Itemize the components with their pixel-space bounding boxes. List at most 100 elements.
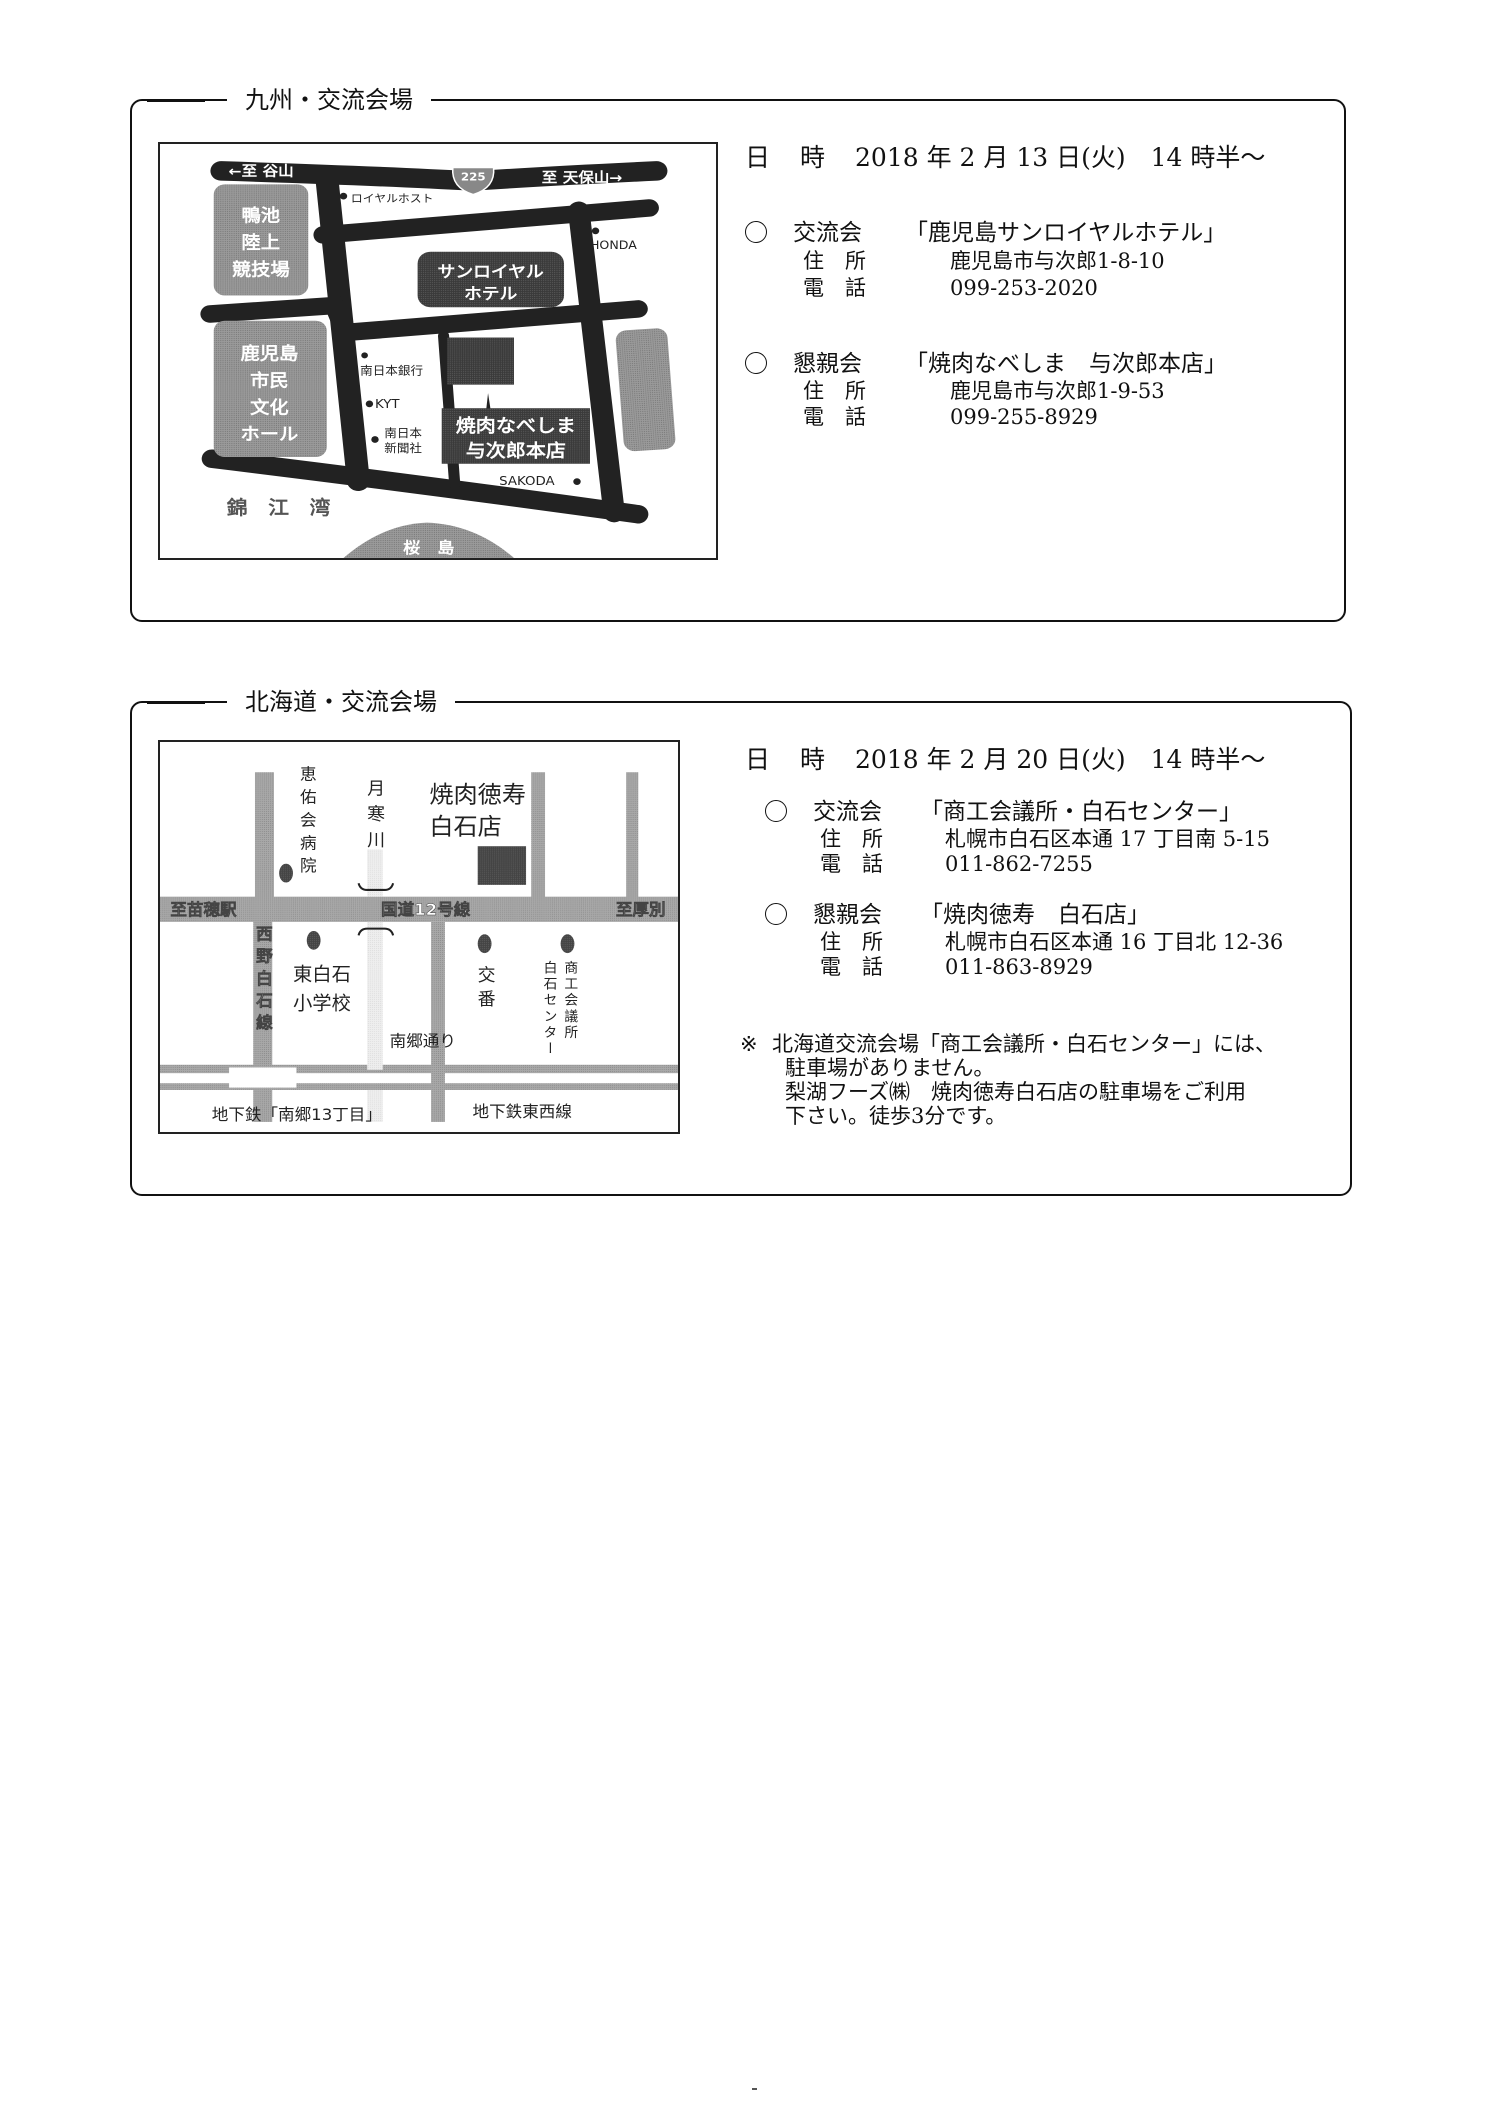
label-sakoda: SAKODA [499,475,555,489]
event-venue: 「商工会議所・白石センター」 [920,799,1242,825]
label-bank: 南日本銀行 [360,363,423,377]
event-address-label: 住 所 [803,379,866,403]
event-phone: 011-862-7255 [945,852,1093,876]
route-225-sign [451,166,495,196]
date-label: 時 [800,143,826,172]
date-label: 日 [745,143,771,172]
river [367,849,383,897]
hall-label: ホール [240,425,298,445]
label-school: 小学校 [293,993,351,1015]
route-number: 225 [461,170,486,183]
stadium-label: 陸上 [242,232,281,253]
label-center-2: 白石センター [540,961,557,1058]
label-center-1: 商工会議所 [561,961,578,1042]
section-title: 九州・交流会場 [147,85,431,115]
parking-note-line: 北海道交流会場「商工会議所・白石センター」には、 [772,1032,1276,1056]
hokkaido-venue-section: 北海道・交流会場 [130,687,1352,1196]
stadium-label: 競技場 [232,259,290,280]
landmark-dots [279,863,575,954]
circle-bullet-icon [745,221,767,243]
hokkaido-event-party: 懇親会 「焼肉徳寿 白石店」 [765,901,1150,929]
label-bay: 錦 江 湾 [227,497,331,519]
event-type: 交流会 [793,220,862,246]
event-phone-label: 電 話 [820,852,883,876]
restaurant-label: 白石店 [429,813,501,841]
event-type: 交流会 [813,799,882,825]
date-value: 2018 年 2 月 20 日(火) 14 時半～ [855,745,1266,774]
restaurant-block [441,408,590,464]
event-phone: 099-255-8929 [950,405,1098,429]
label-to-naebo: 至苗穂駅 [170,900,237,919]
roads [200,161,668,524]
event-address-label: 住 所 [820,930,883,954]
restaurant-building [477,846,527,885]
event-type: 懇親会 [813,902,882,928]
stadium-label: 鴨池 [242,205,281,226]
hotel-label: サンロイヤル [438,263,544,282]
section-title: 北海道・交流会場 [147,687,455,717]
label-station: 地下鉄「南郷13丁目」 [212,1105,382,1124]
direction-left: ←至 谷山 [229,163,294,180]
restaurant-label: 与次郎本店 [466,440,566,462]
label-royal-host: ロイヤルホスト [351,191,434,204]
date-value: 2018 年 2 月 13 日(火) 14 時半～ [855,143,1266,172]
bridge-icon [357,882,395,936]
kyushu-date: 日時 2018 年 2 月 13 日(火) 14 時半～ [745,138,1265,174]
event-phone: 099-253-2020 [950,276,1098,300]
hall-block [213,320,327,458]
event-type: 懇親会 [793,351,862,377]
event-address-label: 住 所 [803,249,866,273]
kyushu-event-party: 懇親会 「焼肉なべしま 与次郎本店」 [745,350,1227,378]
hokkaido-event-exchange: 交流会 「商工会議所・白石センター」 [765,798,1242,826]
hall-label: 鹿児島 [240,343,298,364]
kyushu-event-exchange: 交流会 「鹿児島サンロイヤルホテル」 [745,219,1226,247]
park-block [615,328,676,452]
event-venue: 「焼肉なべしま 与次郎本店」 [905,351,1227,377]
sakurajima-shape [343,522,514,558]
label-nishino-shiroishi: 西野白石線 [253,925,273,1036]
parking-note-line: 下さい。徒歩3分です。 [785,1104,1007,1128]
circle-bullet-icon [765,800,787,822]
label-kyt: KYT [375,398,400,412]
circle-bullet-icon [765,903,787,925]
direction-right: 至 天保山→ [542,169,623,186]
event-venue: 「焼肉徳寿 白石店」 [920,902,1150,928]
label-route-12: 国道12号線 [381,900,471,919]
label-newspaper: 新聞社 [384,441,422,455]
date-label: 時 [800,745,826,774]
hokkaido-map: 至苗穂駅 国道12号線 至厚別 焼肉徳寿 白石店 恵佑会病院 月寒川 西野白石線… [158,740,680,1134]
event-phone-label: 電 話 [803,276,866,300]
label-school: 東白石 [293,964,351,986]
event-address: 鹿児島市与次郎1-8-10 [950,249,1165,273]
kyushu-map: 225 ←至 谷山 至 天保山→ 鴨池 陸上 競技場 鹿児島 市民 文化 ホール… [158,142,718,560]
event-address: 札幌市白石区本通 17 丁目南 5-15 [945,827,1270,851]
circle-bullet-icon [745,352,767,374]
event-address: 札幌市白石区本通 16 丁目北 12-36 [945,930,1284,954]
parking-note-line: 梨湖フーズ㈱ 焼肉徳寿白石店の駐車場をご利用 [785,1080,1246,1104]
event-phone-label: 電 話 [803,405,866,429]
restaurant-label: 焼肉なべしま [456,415,576,437]
hotel-label: ホテル [464,285,517,304]
label-subway: 地下鉄東西線 [473,1102,572,1121]
label-street: 南郷通り [390,1031,456,1050]
event-phone: 011-863-8929 [945,955,1093,979]
kyushu-venue-section: 九州・交流会場 [130,85,1346,622]
page-mark [752,2088,757,2090]
label-honda: HONDA [590,239,638,252]
label-sakurajima: 桜 島 [403,539,454,557]
label-to-atsubetsu: 至厚別 [616,900,666,919]
event-address: 鹿児島市与次郎1-9-53 [950,379,1165,403]
event-phone-label: 電 話 [820,955,883,979]
hall-label: 市民 [250,370,289,391]
label-police: 交番 [474,965,495,1014]
hall-label: 文化 [250,397,289,418]
stadium-block [213,184,309,296]
label-hospital: 恵佑会病院 [297,766,316,880]
label-river: 月寒川 [364,779,385,857]
event-venue: 「鹿児島サンロイヤルホテル」 [905,220,1227,246]
event-address-label: 住 所 [820,827,883,851]
parking-note-line: 駐車場がありません。 [785,1056,995,1080]
label-newspaper: 南日本 [384,425,422,439]
hotel-block [417,251,565,308]
